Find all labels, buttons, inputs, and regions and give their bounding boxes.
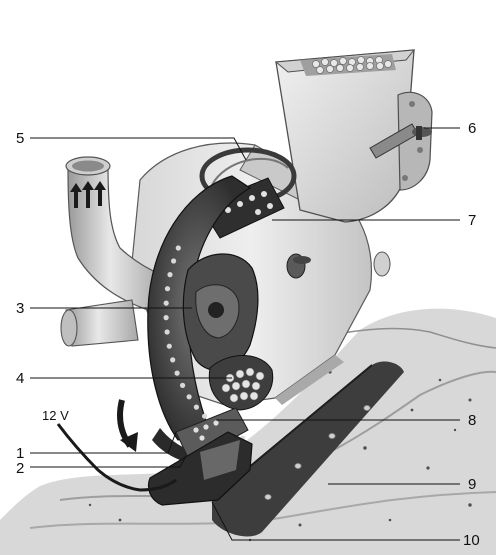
label-9: 9 bbox=[468, 476, 476, 493]
disc-hole bbox=[167, 272, 172, 277]
disc-hole bbox=[251, 437, 256, 442]
side-knob bbox=[374, 252, 390, 276]
disc-hole bbox=[194, 405, 199, 410]
disc-hole bbox=[165, 329, 170, 334]
label-6: 6 bbox=[468, 120, 476, 137]
disc-hole bbox=[164, 315, 169, 320]
disc-hole bbox=[165, 286, 170, 291]
label-4: 4 bbox=[16, 370, 24, 387]
label-7: 7 bbox=[468, 212, 476, 229]
disc-hole bbox=[202, 414, 207, 419]
label-3: 3 bbox=[16, 300, 24, 317]
disc-hole bbox=[167, 344, 172, 349]
disc-hole bbox=[176, 245, 181, 250]
label-5: 5 bbox=[16, 130, 24, 147]
disc-hole bbox=[180, 383, 185, 388]
outlet-stub bbox=[61, 300, 138, 346]
label-8: 8 bbox=[468, 412, 476, 429]
airflow-up-arrows-icon bbox=[70, 181, 106, 208]
voltage-label: 12 V bbox=[42, 408, 69, 423]
label-2: 2 bbox=[16, 460, 24, 477]
disc-hole bbox=[170, 357, 175, 362]
disc-hole bbox=[171, 258, 176, 263]
disc-hole bbox=[164, 301, 169, 306]
label-10: 10 bbox=[463, 532, 480, 549]
disc-hole bbox=[175, 371, 180, 376]
disc-hole bbox=[187, 394, 192, 399]
rotation-arrow-icon bbox=[120, 400, 138, 452]
disc-hole bbox=[261, 437, 266, 442]
